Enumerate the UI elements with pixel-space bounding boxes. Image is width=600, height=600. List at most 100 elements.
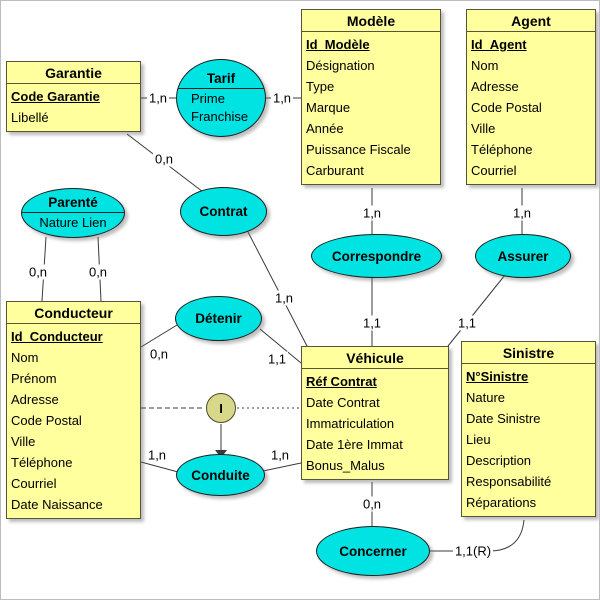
cardinality-garantie-contrat: 0,n bbox=[152, 151, 176, 167]
attribute: Année bbox=[306, 121, 344, 136]
cardinality-detenir-vehicule: 1,1 bbox=[265, 351, 289, 367]
relation-attributes: Prime Franchise bbox=[177, 90, 248, 126]
attribute: Date Sinistre bbox=[466, 411, 541, 426]
entity-vehicule[interactable]: Véhicule Réf Contrat Date Contrat Immatr… bbox=[301, 346, 449, 480]
line-detenir-vehicule bbox=[259, 328, 302, 364]
attribute: Code Postal bbox=[471, 100, 542, 115]
cardinality-parente-left: 0,n bbox=[26, 264, 50, 280]
entity-title: Agent bbox=[467, 10, 595, 32]
attribute: Marque bbox=[306, 100, 351, 115]
attribute: Immatriculation bbox=[306, 416, 395, 431]
attribute-key: Code Garantie bbox=[11, 89, 100, 104]
relation-title: Conduite bbox=[191, 467, 250, 483]
attribute-key: Id_Modèle bbox=[306, 37, 370, 52]
cardinality-vehicule-concerner: 0,n bbox=[360, 496, 384, 512]
relation-detenir[interactable]: Détenir bbox=[175, 296, 262, 341]
attribute: Nom bbox=[11, 350, 39, 365]
attribute: Date 1ère Immat bbox=[306, 437, 403, 452]
constraint-label: I bbox=[219, 400, 223, 416]
cardinality-conducteur-detenir: 0,n bbox=[147, 346, 171, 362]
attribute: Code Postal bbox=[11, 413, 82, 428]
relation-title: Parenté bbox=[48, 194, 98, 210]
entity-attributes: N°Sinistre Nature Date Sinistre Lieu Des… bbox=[462, 364, 595, 516]
entity-title: Sinistre bbox=[462, 342, 595, 364]
line-assurer-vehicule bbox=[447, 274, 506, 347]
relation-title: Assurer bbox=[497, 248, 549, 264]
entity-modele[interactable]: Modèle Id_Modèle Désignation Type Marque… bbox=[301, 9, 441, 185]
relation-title: Concerner bbox=[339, 543, 407, 559]
relation-attribute: Prime bbox=[191, 90, 225, 106]
relation-title: Correspondre bbox=[331, 248, 422, 264]
attribute: Réparations bbox=[466, 495, 537, 510]
line-contrat-vehicule bbox=[247, 231, 308, 347]
relation-title: Tarif bbox=[206, 70, 236, 86]
entity-title: Modèle bbox=[302, 10, 440, 32]
cardinality-concerner-sinistre: 1,1(R) bbox=[452, 543, 494, 559]
relation-conduite[interactable]: Conduite bbox=[176, 454, 265, 496]
entity-title: Garantie bbox=[7, 62, 140, 84]
relation-attribute: Nature Lien bbox=[39, 214, 107, 230]
attribute: Responsabilité bbox=[466, 474, 552, 489]
entity-attributes: Id_Agent Nom Adresse Code Postal Ville T… bbox=[467, 32, 595, 184]
attribute: Ville bbox=[471, 121, 496, 136]
entity-attributes: Code Garantie Libellé bbox=[7, 84, 140, 131]
cardinality-correspondre-vehicule: 1,1 bbox=[360, 315, 384, 331]
entity-title: Véhicule bbox=[302, 347, 448, 369]
attribute: Adresse bbox=[11, 392, 59, 407]
inclusion-constraint-symbol[interactable]: I bbox=[206, 393, 236, 423]
attribute: Puissance Fiscale bbox=[306, 142, 411, 157]
attribute: Type bbox=[306, 79, 335, 94]
relation-title: Contrat bbox=[199, 204, 248, 219]
attribute: Désignation bbox=[306, 58, 375, 73]
relation-contrat[interactable]: Contrat bbox=[180, 187, 267, 236]
cardinality-garantie-tarif: 1,n bbox=[146, 90, 170, 106]
attribute: Adresse bbox=[471, 79, 519, 94]
relation-parente[interactable]: Parenté Nature Lien bbox=[21, 188, 125, 238]
cardinality-parente-right: 0,n bbox=[86, 264, 110, 280]
attribute-key: Réf Contrat bbox=[306, 374, 377, 389]
attribute-key: Id_Agent bbox=[471, 37, 527, 52]
attribute: Description bbox=[466, 453, 532, 468]
attribute: Nom bbox=[471, 58, 499, 73]
entity-attributes: Id_Conducteur Nom Prénom Adresse Code Po… bbox=[7, 324, 140, 518]
attribute: Nature bbox=[466, 390, 506, 405]
attribute: Prénom bbox=[11, 371, 57, 386]
attribute: Courriel bbox=[11, 476, 57, 491]
attribute: Lieu bbox=[466, 432, 491, 447]
cardinality-conduite-vehicule: 1,n bbox=[268, 447, 292, 463]
entity-conducteur[interactable]: Conducteur Id_Conducteur Nom Prénom Adre… bbox=[6, 301, 141, 519]
line-conducteur-conduite bbox=[140, 461, 179, 473]
line-conduite-vehicule bbox=[262, 462, 302, 472]
cardinality-conducteur-conduite: 1,n bbox=[145, 447, 169, 463]
relation-title: Détenir bbox=[195, 311, 242, 326]
attribute-key: Id_Conducteur bbox=[11, 329, 103, 344]
attribute: Ville bbox=[11, 434, 36, 449]
entity-attributes: Id_Modèle Désignation Type Marque Année … bbox=[302, 32, 440, 184]
relation-separator bbox=[177, 87, 265, 89]
entity-attributes: Réf Contrat Date Contrat Immatriculation… bbox=[302, 369, 448, 479]
cardinality-contrat-vehicule: 1,n bbox=[272, 290, 296, 306]
relation-assurer[interactable]: Assurer bbox=[475, 234, 571, 278]
attribute: Bonus_Malus bbox=[306, 458, 385, 473]
attribute-key: N°Sinistre bbox=[466, 369, 529, 384]
attribute: Date Contrat bbox=[306, 395, 380, 410]
attribute: Libellé bbox=[11, 110, 49, 125]
attribute: Téléphone bbox=[471, 142, 533, 157]
cardinality-modele-correspondre: 1,n bbox=[360, 205, 384, 221]
entity-sinistre[interactable]: Sinistre N°Sinistre Nature Date Sinistre… bbox=[461, 341, 596, 517]
attribute: Carburant bbox=[306, 163, 364, 178]
cardinality-tarif-modele: 1,n bbox=[270, 90, 294, 106]
attribute: Date Naissance bbox=[11, 497, 103, 512]
relation-tarif[interactable]: Tarif Prime Franchise bbox=[176, 59, 266, 137]
attribute: Téléphone bbox=[11, 455, 73, 470]
relation-correspondre[interactable]: Correspondre bbox=[311, 234, 442, 278]
relation-attribute: Franchise bbox=[191, 108, 249, 124]
relation-concerner[interactable]: Concerner bbox=[316, 526, 430, 576]
cardinality-agent-assurer: 1,n bbox=[510, 205, 534, 221]
line-conducteur-detenir bbox=[140, 324, 178, 348]
attribute: Courriel bbox=[471, 163, 517, 178]
entity-agent[interactable]: Agent Id_Agent Nom Adresse Code Postal V… bbox=[466, 9, 596, 185]
entity-garantie[interactable]: Garantie Code Garantie Libellé bbox=[6, 61, 141, 132]
entity-title: Conducteur bbox=[7, 302, 140, 324]
